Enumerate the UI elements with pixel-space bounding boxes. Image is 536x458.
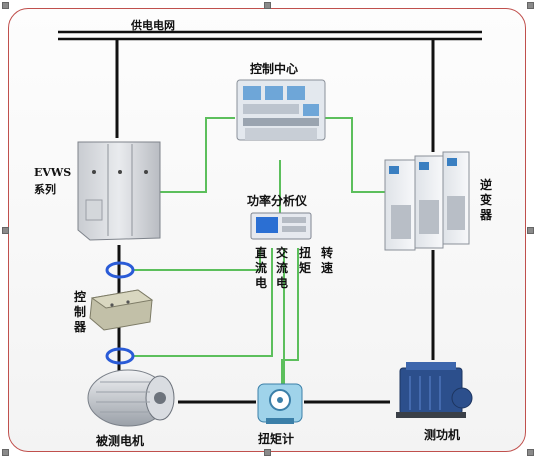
resize-handle-bottom-right[interactable]	[527, 449, 534, 456]
torque-signal-label: 扭矩	[298, 246, 311, 275]
current-sensor-coil-upper	[105, 261, 135, 279]
resize-handle-top-left[interactable]	[2, 2, 9, 9]
dynamometer-label: 测功机	[424, 428, 461, 442]
evws-label-line1: EVWS	[34, 166, 72, 179]
ac-voltage-label: 交流电	[275, 246, 288, 290]
controller-image	[89, 289, 154, 331]
grid-bus	[58, 30, 482, 41]
inverter-label: 逆变器	[479, 178, 492, 222]
motor-under-test-label: 被测电机	[96, 434, 145, 448]
control-center-image	[236, 79, 326, 141]
power-analyzer-label: 功率分析仪	[247, 194, 308, 208]
resize-handle-middle-right[interactable]	[527, 227, 534, 234]
evws-label-line2: 系列	[34, 183, 56, 196]
power-lines	[115, 40, 435, 404]
signal-lines	[133, 117, 385, 385]
resize-handle-bottom-center[interactable]	[264, 449, 271, 456]
dc-voltage-label: 直流电	[254, 246, 267, 290]
inverter-cabinet-image	[384, 151, 470, 251]
resize-handle-top-right[interactable]	[527, 2, 534, 9]
control-center-label: 控制中心	[250, 62, 299, 76]
power-analyzer-image	[250, 212, 312, 240]
grid-label: 供电电网	[131, 19, 175, 32]
resize-handle-bottom-left[interactable]	[2, 449, 9, 456]
current-sensor-coil-lower	[105, 347, 135, 365]
speed-signal-label: 转速	[320, 246, 333, 275]
dynamometer-image	[396, 362, 473, 418]
resize-handle-middle-left[interactable]	[2, 227, 9, 234]
evws-cabinet-image	[77, 141, 161, 241]
resize-handle-top-center[interactable]	[264, 2, 271, 9]
torque-meter-label: 扭矩计	[258, 432, 295, 446]
controller-label: 控制器	[73, 290, 86, 334]
motor-under-test-image	[87, 369, 175, 427]
torque-meter-image	[257, 383, 303, 424]
